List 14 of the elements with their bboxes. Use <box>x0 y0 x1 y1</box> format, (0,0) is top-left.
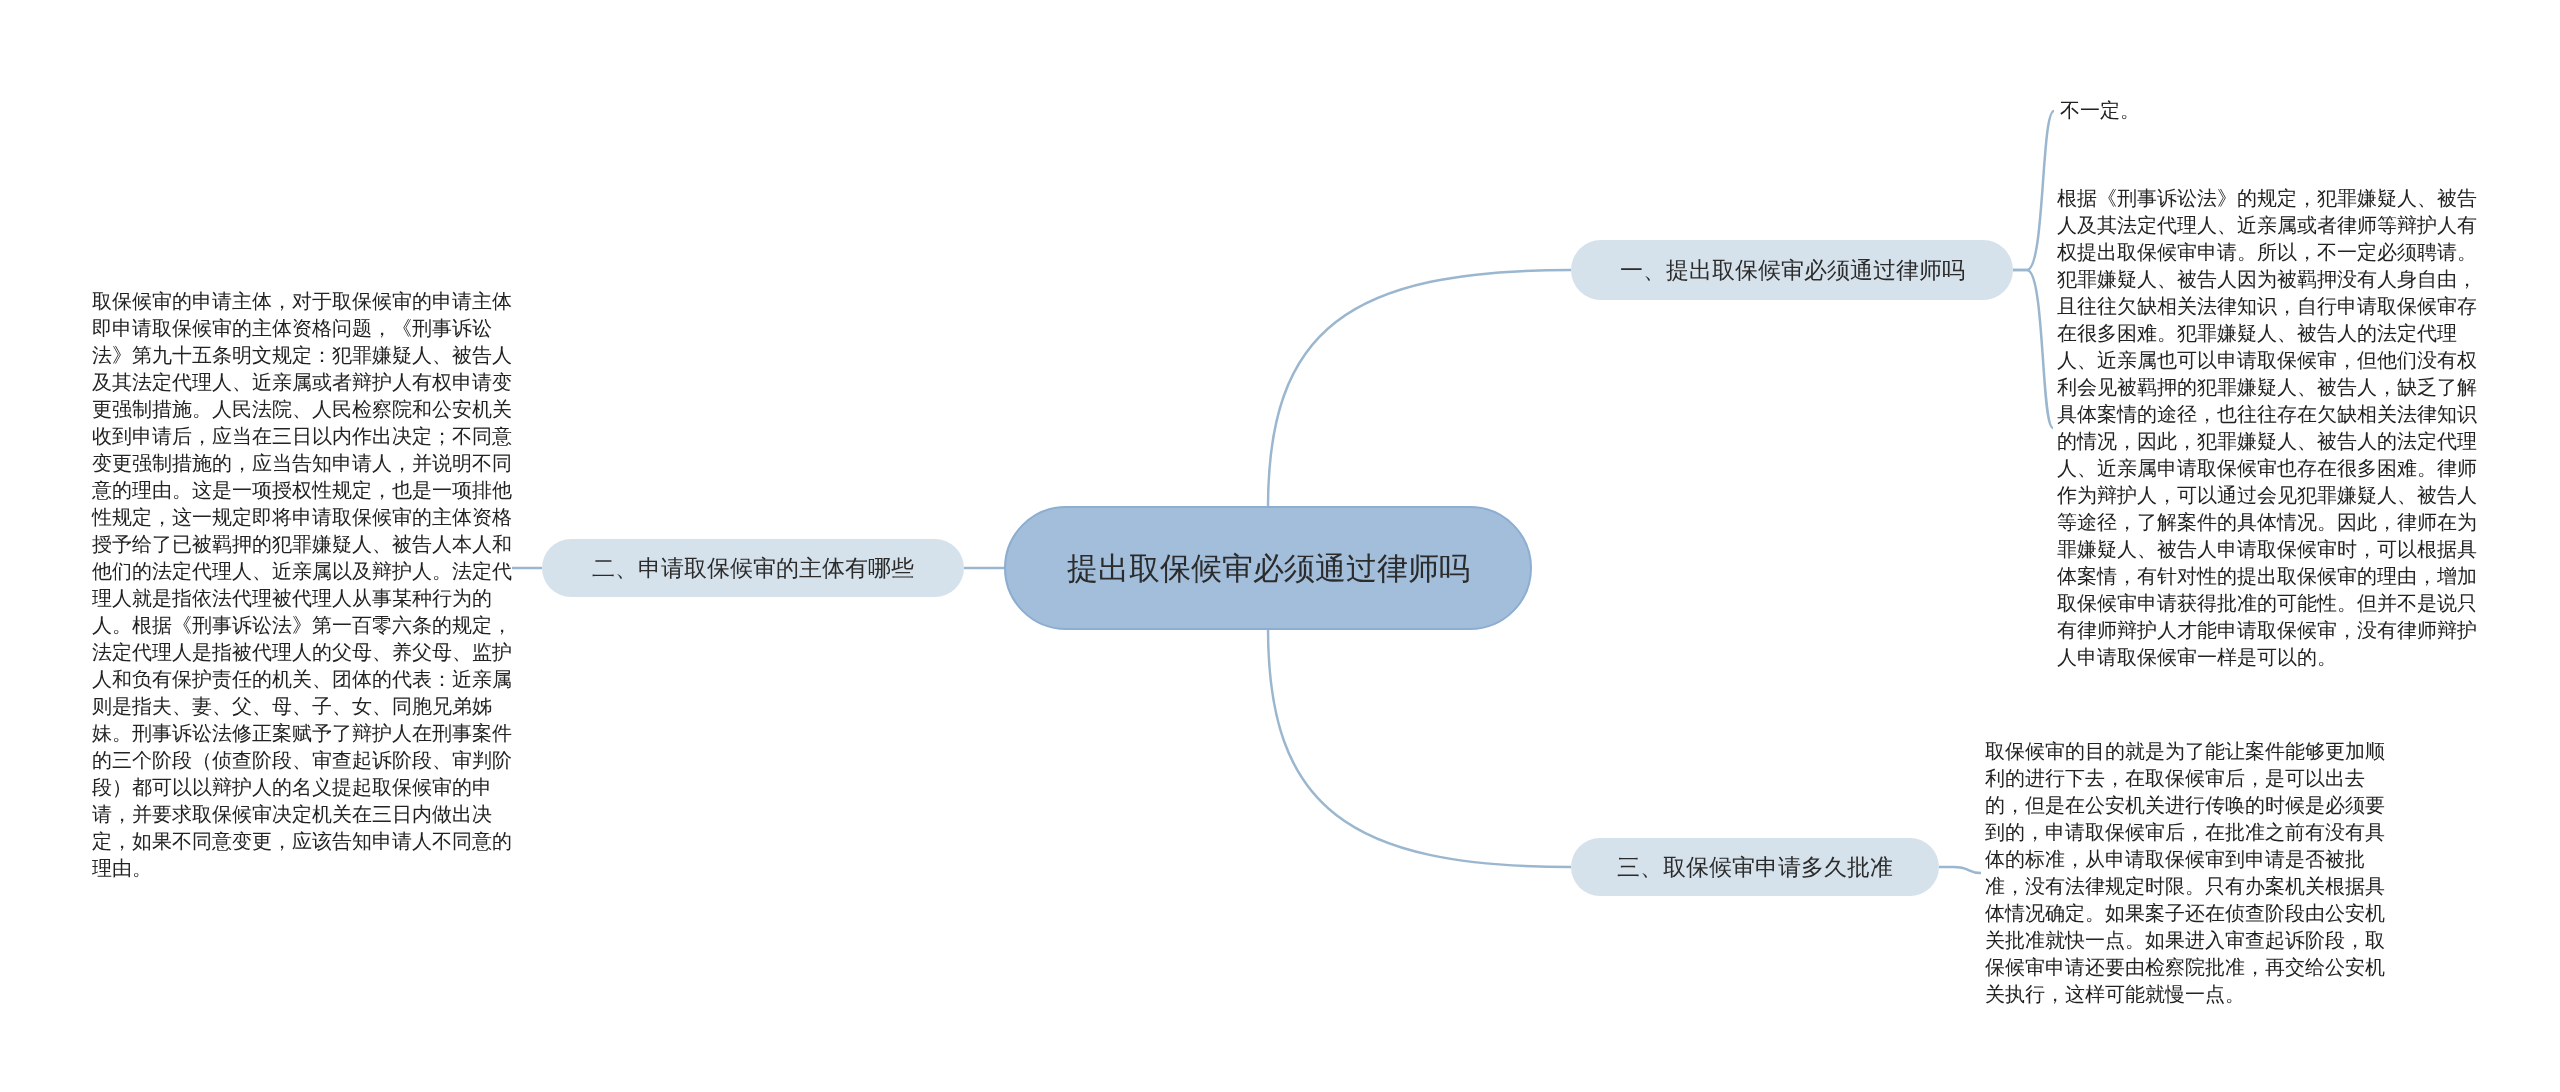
answer-text: 不一定。 <box>2060 97 2180 124</box>
connector-line <box>1939 865 1982 875</box>
topic-box: 二、申请取保候审的主体有哪些 <box>542 539 964 597</box>
paragraph-text: 根据《刑事诉讼法》的规定，犯罪嫌疑人、被告人及其法定代理人、近亲属或者律师等辩护人有权提出取保候审申请。所以，不一定必须聘请。犯罪嫌疑人、被告人因为被羁押没有人身自由，且往往欠缺相关法律知识，自行申请取保候审存在很多困难。犯罪嫌疑人、被告人的法定代理人、近亲属也可以申请取保候审，但他们没有权利会见被羁押的犯罪嫌疑人、被告人，缺乏了解具体案情的途径，也往往存在欠缺相关法律知识的情况，因此，犯罪嫌疑人、被告人的法定代理人、近亲属申请取保候审也存在很多困难。律师作为辩护人，可以通过会见犯罪嫌疑人、被告人等途径，了解案件的具体情况。因此，律师在为罪嫌疑人、被告人申请取保候审时，可以根据具体案情，有针对性的提出取保候审的理由，增加取保候审申请获得批准的可能性。但并不是说只有律师辩护人才能申请取保候审，没有律师辩护人申请取保候审一样是可以的。 <box>2057 185 2477 671</box>
connector-line <box>1266 627 1572 869</box>
topic-box: 一、提出取保候审必须通过律师吗 <box>1571 240 2013 300</box>
connector-line <box>2013 268 2054 429</box>
connector-line <box>964 566 1004 570</box>
topic-box: 三、取保候审申请多久批准 <box>1571 838 1939 896</box>
connector-line <box>512 566 542 570</box>
paragraph-text: 取保候审的申请主体，对于取保候审的申请主体即申请取保候审的主体资格问题，《刑事诉讼法》第九十五条明文规定：犯罪嫌疑人、被告人及其法定代理人、近亲属或者辩护人有权申请变更强制措施。人民法院、人民检察院和公安机关收到申请后，应当在三日以内作出决定；不同意变更强制措施的，应当告知申请人，并说明不同意的理由。这是一项授权性规定，也是一项排他性规定，这一规定即将申请取保候审的主体资格授予给了已被羁押的犯罪嫌疑人、被告人本人和他们的法定代理人、近亲属以及辩护人。法定代理人就是指依法代理被代理人从事某种行为的人。根据《刑事诉讼法》第一百零六条的规定，法定代理人是指被代理人的父母、养父母、监护人和负有保护责任的机关、团体的代表：近亲属则是指夫、妻、父、母、子、女、同胞兄弟姊妹。刑事诉讼法修正案赋予了辩护人在刑事案件的三个阶段（侦查阶段、审查起诉阶段、审判阶段）都可以以辩护人的名义提起取保候审的申请，并要求取保候审决定机关在三日内做出决定，如果不同意变更，应该告知申请人不同意的理由。 <box>92 288 512 882</box>
connector-line <box>1266 268 1572 509</box>
paragraph-text: 取保候审的目的就是为了能让案件能够更加顺利的进行下去，在取保候审后，是可以出去的，但是在公安机关进行传唤的时候是必须要到的，申请取保候审后，在批准之前有没有具体的标准，从申请取保候审到申请是否被批准，没有法律规定时限。只有办案机关根据具体情况确定。如果案子还在侦查阶段由公安机关批准就快一点。如果进入审查起诉阶段，取保候审申请还要由检察院批准，再交给公安机关执行，这样可能就慢一点。 <box>1985 738 2387 1008</box>
central-topic: 提出取保候审必须通过律师吗 <box>1004 506 1532 630</box>
